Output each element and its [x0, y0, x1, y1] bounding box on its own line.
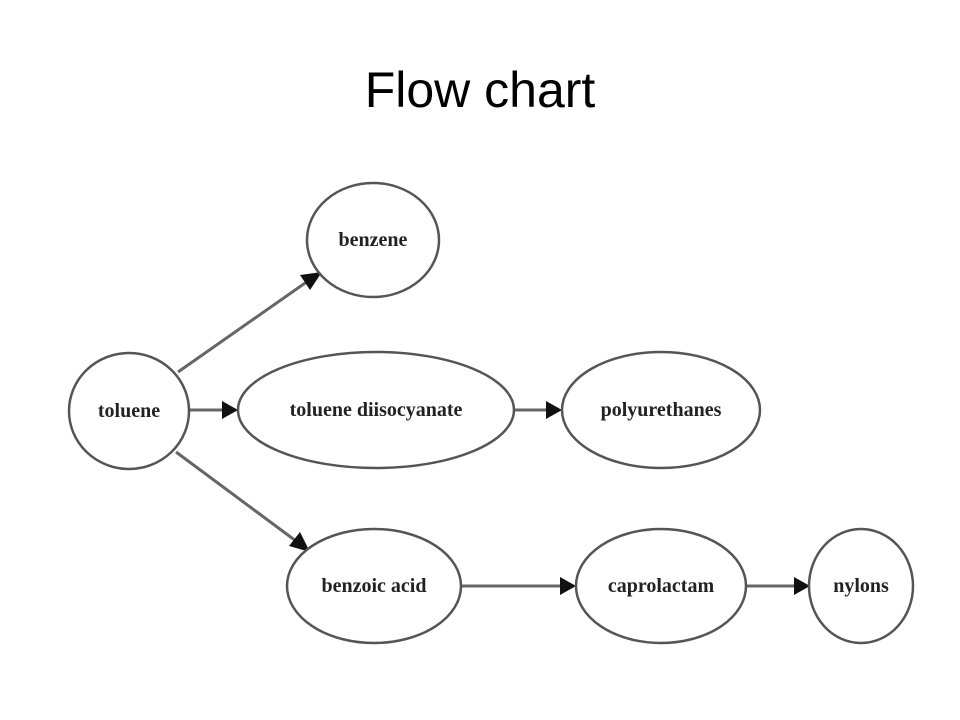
node-ellipse	[305, 181, 441, 299]
arrow-head	[289, 532, 310, 552]
node-polyurethanes: polyurethanes	[560, 350, 762, 470]
node-ellipse	[560, 350, 762, 470]
edge-benzoic-acid-to-caprolactam	[462, 577, 576, 595]
slide-title: Flow chart	[364, 62, 596, 118]
node-label: benzene	[339, 229, 408, 251]
node-label: caprolactam	[608, 575, 715, 597]
node-label: toluene diisocyanate	[290, 399, 463, 421]
arrow-head	[222, 401, 238, 419]
node-toluene-diisocyanate: toluene diisocyanate	[236, 350, 516, 470]
edge-toluene-diisocyanate-to-polyurethanes	[514, 401, 562, 419]
arrow-head	[300, 272, 322, 290]
node-label: nylons	[833, 575, 889, 597]
node-ellipse	[807, 527, 915, 645]
node-ellipse	[574, 527, 748, 645]
node-nylons: nylons	[807, 527, 915, 645]
node-benzoic-acid: benzoic acid	[285, 527, 463, 645]
node-label: polyurethanes	[601, 399, 722, 421]
arrow-head	[546, 401, 562, 419]
node-caprolactam: caprolactam	[574, 527, 748, 645]
node-ellipse	[236, 350, 516, 470]
node-ellipse	[285, 527, 463, 645]
node-label: toluene	[98, 400, 160, 422]
edge-line	[177, 279, 309, 374]
node-label: benzoic acid	[322, 575, 427, 597]
arrow-head	[794, 577, 810, 595]
edge-toluene-to-benzoic-acid	[175, 450, 310, 552]
node-benzene: benzene	[305, 181, 441, 299]
edge-line	[175, 450, 297, 543]
edge-toluene-to-benzene	[177, 272, 322, 374]
arrow-head	[560, 577, 576, 595]
node-toluene: toluene	[67, 351, 191, 471]
edge-toluene-to-toluene-diisocyanate	[190, 401, 238, 419]
edge-caprolactam-to-nylons	[746, 577, 810, 595]
node-ellipse	[67, 351, 191, 471]
